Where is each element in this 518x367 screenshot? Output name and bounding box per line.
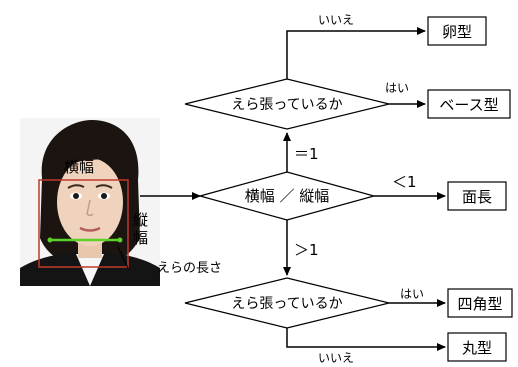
result-box-base: [427, 89, 511, 119]
bottom-no-label: いいえ: [318, 351, 354, 365]
collar: [76, 254, 104, 286]
result-long: 面長: [462, 188, 492, 206]
face-measure-box: [38, 179, 129, 268]
cond-greater-label: ＞1: [294, 241, 319, 259]
top-no-label: いいえ: [318, 13, 354, 27]
jaw-pointer: [117, 246, 129, 269]
result-box-egg: [427, 16, 487, 46]
result-round: 丸型: [462, 339, 492, 357]
result-box-round: [447, 332, 507, 362]
bottom-yes-label: はい: [400, 287, 424, 301]
top-jaw-check-label: えら張っているか: [231, 97, 342, 113]
height-label-2: 幅: [133, 229, 148, 247]
bottom-jaw-check-label: えら張っているか: [231, 296, 342, 312]
ratio-node-label: 横幅 ／ 縦幅: [245, 187, 330, 205]
result-egg: 卵型: [442, 23, 472, 41]
result-square: 四角型: [457, 295, 502, 313]
result-base: ベース型: [439, 96, 498, 114]
jaw-length-label: えらの長さ: [157, 261, 222, 276]
cond-equal-label: ＝1: [294, 145, 319, 163]
top-yes-label: はい: [385, 81, 409, 95]
arrow-top-no-to-egg: [286, 27, 426, 79]
height-label-1: 縦: [133, 211, 148, 229]
cond-less-label: ＜1: [392, 173, 417, 191]
result-box-long: [447, 181, 507, 211]
result-box-square: [447, 288, 513, 318]
face-photo: [20, 118, 160, 286]
arrow-bottom-no-to-round: [286, 328, 446, 351]
width-label: 横幅: [64, 158, 94, 176]
